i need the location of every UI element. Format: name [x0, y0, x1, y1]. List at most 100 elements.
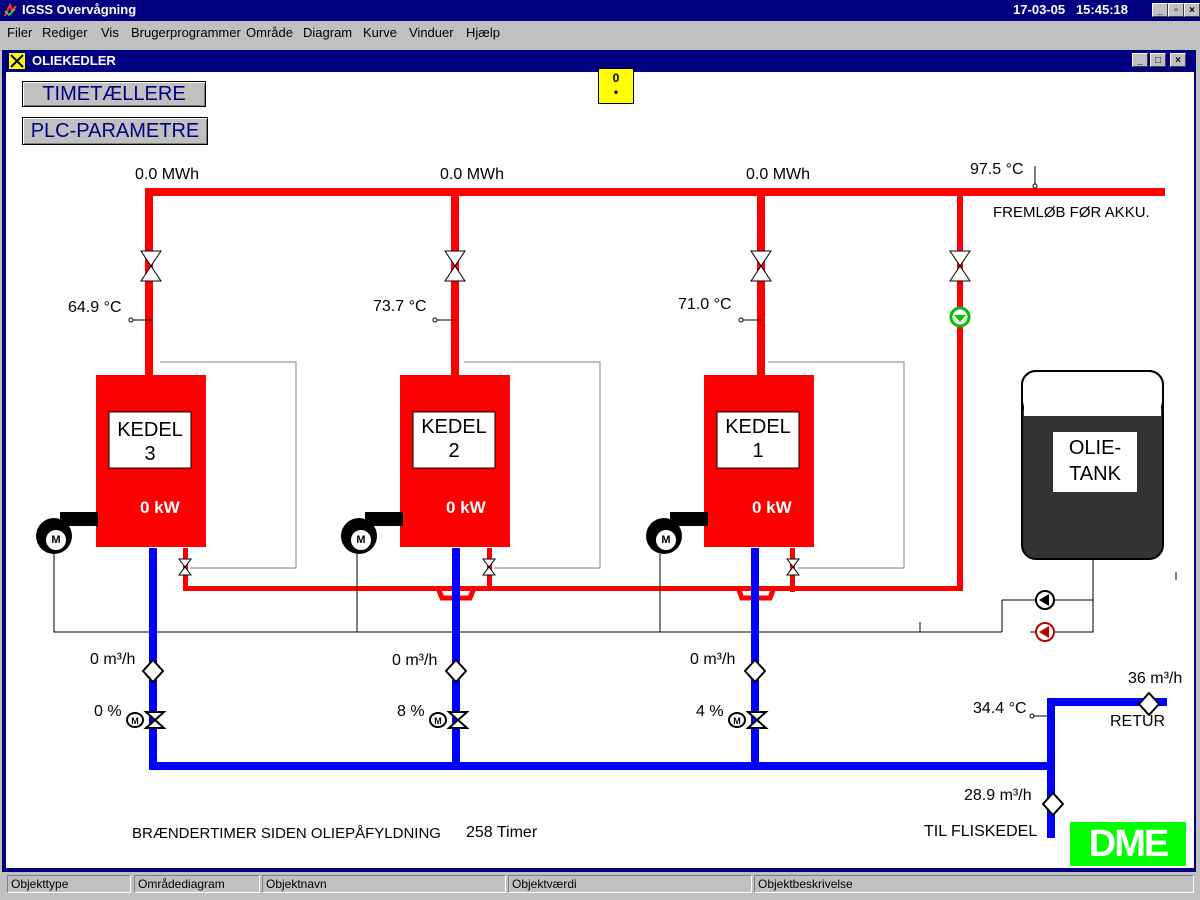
menu-brugerprogrammer[interactable]: Brugerprogrammer	[131, 25, 241, 40]
boiler-label-line1: KEDEL	[725, 416, 791, 438]
boiler-label-line1: KEDEL	[117, 419, 183, 441]
oil-tank-line1: OLIE-	[1068, 437, 1122, 459]
svg-text:M: M	[131, 716, 139, 726]
app-title: IGSS Overvågning	[22, 2, 137, 17]
oil-pump-icon[interactable]	[1032, 589, 1058, 611]
process-canvas: M M M M M M TIMETÆLLERE PLC-PARAMETRE 0 …	[6, 68, 1194, 868]
energy-meter-kedel3: 0.0 MWh	[135, 166, 200, 183]
flow-meter-icon[interactable]	[1138, 692, 1160, 716]
flow-meter-icon[interactable]	[142, 659, 164, 683]
boiler-label-line2: 2	[448, 440, 460, 462]
child-close-button[interactable]: ×	[1170, 53, 1186, 67]
pump-icon[interactable]	[948, 306, 972, 328]
flow-meter-icon[interactable]	[1042, 792, 1064, 816]
fliskedel-label: TIL FLISKEDEL	[924, 823, 1038, 840]
burner-motor-icon[interactable]: M	[654, 528, 678, 552]
timers-button[interactable]: TIMETÆLLERE	[22, 81, 206, 107]
fliskedel-flow: 28.9 m³/h	[964, 787, 1032, 804]
valve-position-kedel1: 4 %	[696, 703, 724, 720]
menu-bar: Filer Rediger Vis Brugerprogrammer Områd…	[0, 22, 1200, 44]
mixing-valve-icon[interactable]	[482, 558, 496, 576]
boiler-label-line2: 3	[144, 443, 156, 465]
temp-kedel1: 71.0 °C	[678, 296, 732, 313]
temp-sensor-icon	[432, 317, 456, 323]
window-icon	[9, 53, 25, 69]
power-kedel2: 0 kW	[446, 498, 486, 517]
alarm-indicator[interactable]: 0 •	[598, 68, 634, 104]
temp-sensor-icon	[1032, 166, 1038, 189]
energy-meter-kedel2: 0.0 MWh	[440, 166, 505, 183]
status-object-description: Objektbeskrivelse	[754, 875, 1194, 893]
menu-kurve[interactable]: Kurve	[363, 25, 397, 40]
boiler-label-kedel2[interactable]: KEDEL 2	[413, 415, 495, 463]
svg-text:M: M	[434, 716, 442, 726]
valve-icon[interactable]	[139, 249, 163, 283]
mixing-valve-icon[interactable]	[786, 558, 800, 576]
valve-position-kedel3: 0 %	[94, 703, 122, 720]
menu-rediger[interactable]: Rediger	[42, 25, 88, 40]
oil-tank-line2: TANK	[1069, 463, 1121, 485]
mixing-valve-icon[interactable]	[178, 558, 192, 576]
power-kedel3: 0 kW	[140, 498, 180, 517]
flow-meter-icon[interactable]	[744, 659, 766, 683]
menu-hjaelp[interactable]: Hjælp	[466, 25, 500, 40]
close-button[interactable]: ×	[1184, 3, 1200, 17]
menu-filer[interactable]: Filer	[7, 25, 33, 40]
app-icon	[3, 3, 18, 18]
boiler-label-kedel1[interactable]: KEDEL 1	[717, 415, 799, 463]
burner-motor-icon[interactable]: M	[349, 528, 373, 552]
svg-text:M: M	[733, 716, 741, 726]
alarm-count: 0	[612, 71, 620, 85]
power-kedel1: 0 kW	[752, 498, 792, 517]
flow-kedel3: 0 m³/h	[90, 651, 136, 668]
child-maximize-button[interactable]: □	[1150, 53, 1166, 67]
clock: 17-03-05 15:45:18	[1013, 2, 1128, 17]
motor-valve-icon[interactable]: M	[429, 710, 473, 730]
menu-omraade[interactable]: Område	[246, 25, 293, 40]
restore-button[interactable]: ▫	[1168, 3, 1184, 17]
child-minimize-button[interactable]: _	[1132, 53, 1148, 67]
oil-tank-label[interactable]: OLIE- TANK	[1053, 435, 1137, 487]
burner-motor-icon[interactable]: M	[44, 528, 68, 552]
menu-vis[interactable]: Vis	[101, 25, 119, 40]
date-text: 17-03-05	[1013, 2, 1066, 17]
burner-hours-value: 258 Timer	[466, 824, 538, 841]
valve-position-kedel2: 8 %	[397, 703, 425, 720]
flow-meter-icon[interactable]	[445, 659, 467, 683]
menu-diagram[interactable]: Diagram	[303, 25, 353, 40]
temp-sensor-icon	[1029, 713, 1053, 719]
time-text: 15:45:18	[1075, 2, 1128, 17]
valve-icon[interactable]	[749, 249, 773, 283]
motor-valve-icon[interactable]: M	[728, 710, 772, 730]
valve-icon[interactable]	[443, 249, 467, 283]
plc-parameters-button[interactable]: PLC-PARAMETRE	[22, 117, 208, 145]
valve-icon[interactable]	[948, 249, 972, 283]
flow-kedel2: 0 m³/h	[392, 652, 438, 669]
status-bar: Objekttype Områdediagram Objektnavn Obje…	[0, 872, 1200, 900]
temp-sensor-icon	[738, 317, 762, 323]
temp-sensor-icon	[128, 317, 152, 323]
temp-kedel2: 73.7 °C	[373, 298, 427, 315]
return-label: RETUR	[1110, 713, 1166, 730]
status-object-type: Objekttype	[7, 875, 131, 893]
temp-kedel3: 64.9 °C	[68, 299, 122, 316]
status-object-value: Objektværdi	[508, 875, 752, 893]
dme-logo: DME	[1070, 822, 1186, 866]
return-temperature: 34.4 °C	[973, 700, 1027, 717]
energy-meter-kedel1: 0.0 MWh	[746, 166, 811, 183]
process-diagram	[36, 188, 1177, 838]
flow-temperature: 97.5 °C	[970, 161, 1024, 178]
boiler-label-line2: 1	[752, 440, 764, 462]
title-bar: IGSS Overvågning 17-03-05 15:45:18 _ ▫ ×	[0, 0, 1200, 21]
boiler-label-kedel3[interactable]: KEDEL 3	[109, 418, 191, 466]
alarm-dot: •	[613, 85, 619, 99]
flow-kedel1: 0 m³/h	[690, 651, 736, 668]
minimize-button[interactable]: _	[1152, 3, 1168, 17]
boiler-label-line1: KEDEL	[421, 416, 487, 438]
burner-hours-label: BRÆNDERTIMER SIDEN OLIEPÅFYLDNING	[132, 825, 441, 842]
oil-pump-icon[interactable]	[1032, 621, 1058, 643]
status-object-name: Objektnavn	[262, 875, 506, 893]
flow-label: FREMLØB FØR AKKU.	[993, 204, 1150, 221]
motor-valve-icon[interactable]: M	[126, 710, 170, 730]
menu-vinduer[interactable]: Vinduer	[409, 25, 454, 40]
